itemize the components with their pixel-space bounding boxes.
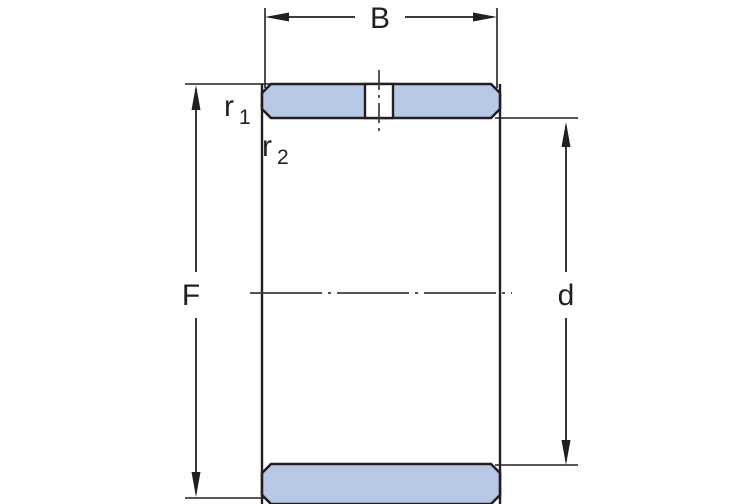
callout-r2: r 2 <box>262 130 289 169</box>
dimension-f-arrowhead-bottom <box>191 472 201 497</box>
top-roller-ring <box>260 82 502 120</box>
callout-r2-subscript: 2 <box>277 146 289 169</box>
bottom-roller-ring <box>260 462 502 504</box>
dimension-d-arrowhead-bottom <box>561 440 571 465</box>
dimension-d: d <box>558 122 575 465</box>
dimension-f-arrowhead-top <box>191 85 201 110</box>
dimension-b-arrowhead-right <box>473 12 497 22</box>
callout-r1: r 1 <box>224 90 251 129</box>
bottom-ring-body <box>260 462 502 504</box>
callout-r1-label: r <box>224 90 234 123</box>
dimension-f: F <box>182 85 201 497</box>
dimension-label-d: d <box>558 279 575 312</box>
callout-r1-subscript: 1 <box>239 106 251 129</box>
dimension-d-arrowhead-top <box>561 122 571 147</box>
dimension-label-b: B <box>370 2 390 35</box>
callout-r2-label: r <box>262 130 272 163</box>
dimension-b: B <box>265 2 497 35</box>
extension-lines <box>185 8 578 499</box>
dimension-label-f: F <box>182 279 200 312</box>
bearing-body-outline <box>260 84 502 504</box>
dimension-b-arrowhead-left <box>265 12 289 22</box>
